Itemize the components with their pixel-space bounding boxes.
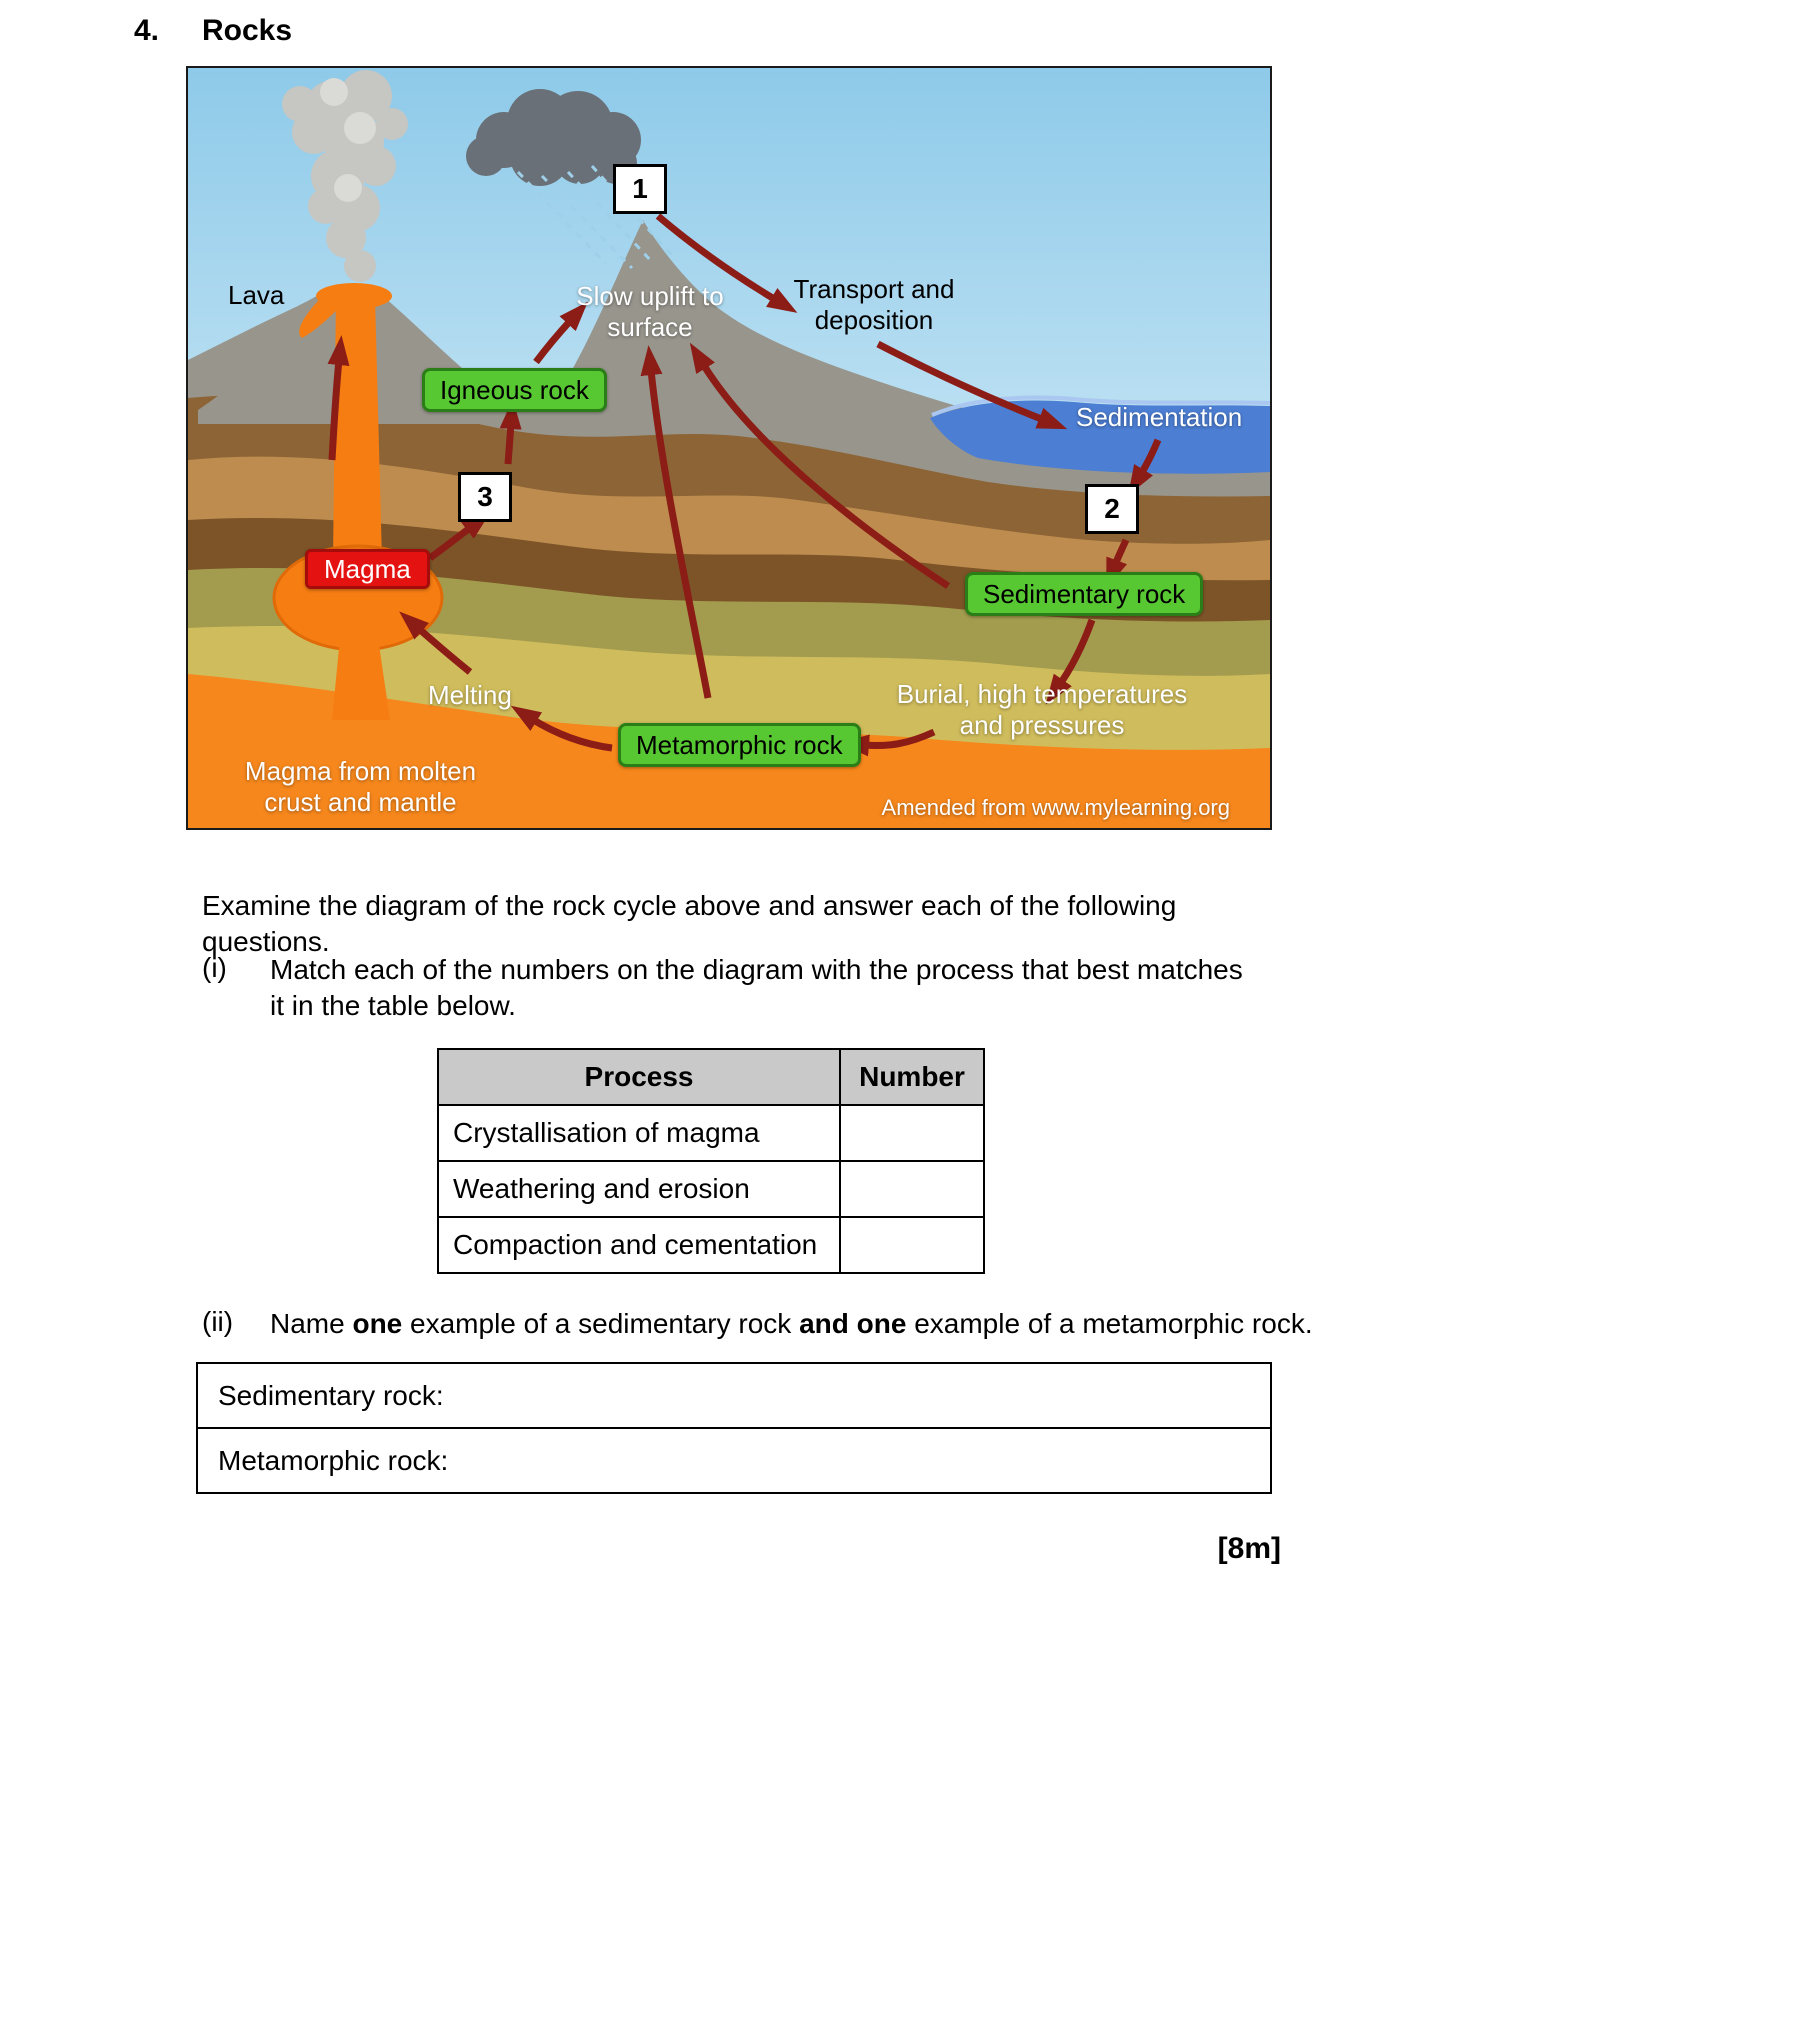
arrow-magma-up-vent: [327, 335, 350, 461]
transport-line2: deposition: [814, 305, 934, 335]
table-row: Crystallisation of magma: [437, 1104, 985, 1162]
transport-line1: Transport and: [793, 274, 955, 304]
burial-line2: and pressures: [959, 710, 1125, 740]
marks-badge: [8m]: [1217, 1532, 1281, 1565]
slow-uplift-line2: surface: [607, 312, 693, 342]
marker-1: 1: [613, 164, 667, 214]
rock-cycle-diagram: 1 3 2 Lava Slow uplift to surface Transp…: [186, 66, 1272, 830]
smoke-plume: [282, 70, 408, 282]
arrow-uplift-long-right: [689, 342, 950, 589]
magma-box: Magma: [305, 549, 430, 589]
marker-3: 3: [458, 472, 512, 522]
part-i-label: (i): [202, 952, 227, 983]
arrow-burial: [1045, 618, 1096, 705]
arrow-igneous-uplift: [533, 301, 588, 365]
magma-molten-label: Magma from molten crust and mantle: [218, 756, 503, 818]
metamorphic-answer-row[interactable]: Metamorphic rock:: [198, 1427, 1270, 1492]
question-intro: Examine the diagram of the rock cycle ab…: [202, 890, 1177, 957]
sea: [930, 400, 1270, 474]
table-row: Weathering and erosion: [437, 1160, 985, 1218]
part-i-text: Match each of the numbers on the diagram…: [270, 954, 1243, 1021]
magma-molten-line1: Magma from molten: [244, 756, 477, 786]
rain-cloud: [466, 89, 641, 186]
diagram-credit: Amended from www.mylearning.org: [881, 795, 1230, 820]
part-ii-seg4: and one: [799, 1308, 907, 1339]
process-cell-weathering: Weathering and erosion: [437, 1160, 841, 1218]
sedimentation-label: Sedimentation: [1076, 402, 1243, 432]
burial-label: Burial, high temperatures and pressures: [882, 679, 1202, 741]
part-ii-seg3: example of a sedimentary rock: [402, 1308, 800, 1339]
cycle-arrows: [327, 213, 1162, 757]
part-ii-seg5: example of a metamorphic rock.: [906, 1308, 1313, 1339]
burial-line1: Burial, high temperatures: [896, 679, 1188, 709]
number-answer-cell-2[interactable]: [839, 1160, 985, 1218]
table-header-process: Process: [437, 1048, 841, 1106]
transport-label: Transport and deposition: [754, 274, 994, 336]
arrow-weathering: [655, 213, 798, 313]
arrow-melting-to-magma: [399, 611, 473, 675]
process-cell-compaction: Compaction and cementation: [437, 1216, 841, 1274]
arrow-sedimentation-down: [1128, 438, 1162, 496]
part-ii-text: Name one example of a sedimentary rock a…: [270, 1306, 1313, 1342]
arrow-three-to-igneous: [499, 399, 522, 465]
answer-box: Sedimentary rock: Metamorphic rock:: [196, 1362, 1272, 1494]
slow-uplift-label: Slow uplift to surface: [530, 281, 770, 343]
sea-wave-line: [931, 395, 1270, 417]
arrow-to-sedimentary: [1106, 538, 1130, 589]
table-header-row: Process Number: [437, 1048, 985, 1106]
lava-label: Lava: [228, 280, 285, 310]
marker-2: 2: [1085, 484, 1139, 534]
part-ii-seg2: one: [352, 1308, 403, 1339]
melting-label: Melting: [428, 680, 512, 710]
table-row: Compaction and cementation: [437, 1216, 985, 1274]
arrow-transport: [876, 340, 1068, 430]
process-number-table: Process Number Crystallisation of magma …: [437, 1048, 985, 1274]
metamorphic-rock-box: Metamorphic rock: [618, 723, 861, 767]
arrow-to-metamorphic: [839, 728, 936, 757]
sedimentary-answer-row[interactable]: Sedimentary rock:: [198, 1364, 1270, 1427]
slow-uplift-line1: Slow uplift to: [576, 281, 724, 311]
part-ii-seg1: Name: [270, 1308, 353, 1339]
magma-molten-line2: crust and mantle: [264, 787, 457, 817]
arrow-to-melting: [510, 705, 613, 752]
number-answer-cell-3[interactable]: [839, 1216, 985, 1274]
metamorphic-answer-label: Metamorphic rock:: [218, 1444, 449, 1476]
igneous-rock-box: Igneous rock: [422, 368, 607, 412]
sedimentary-rock-box: Sedimentary rock: [965, 572, 1204, 616]
sedimentary-answer-label: Sedimentary rock:: [218, 1379, 444, 1411]
arrow-uplift-long-left: [640, 345, 712, 699]
page-title: Rocks: [202, 14, 293, 47]
part-ii-label: (ii): [202, 1306, 234, 1337]
number-answer-cell-1[interactable]: [839, 1104, 985, 1162]
arrow-magma-to-three: [427, 511, 491, 561]
table-header-number: Number: [839, 1048, 985, 1106]
process-cell-crystallisation: Crystallisation of magma: [437, 1104, 841, 1162]
question-number: 4.: [134, 14, 160, 47]
